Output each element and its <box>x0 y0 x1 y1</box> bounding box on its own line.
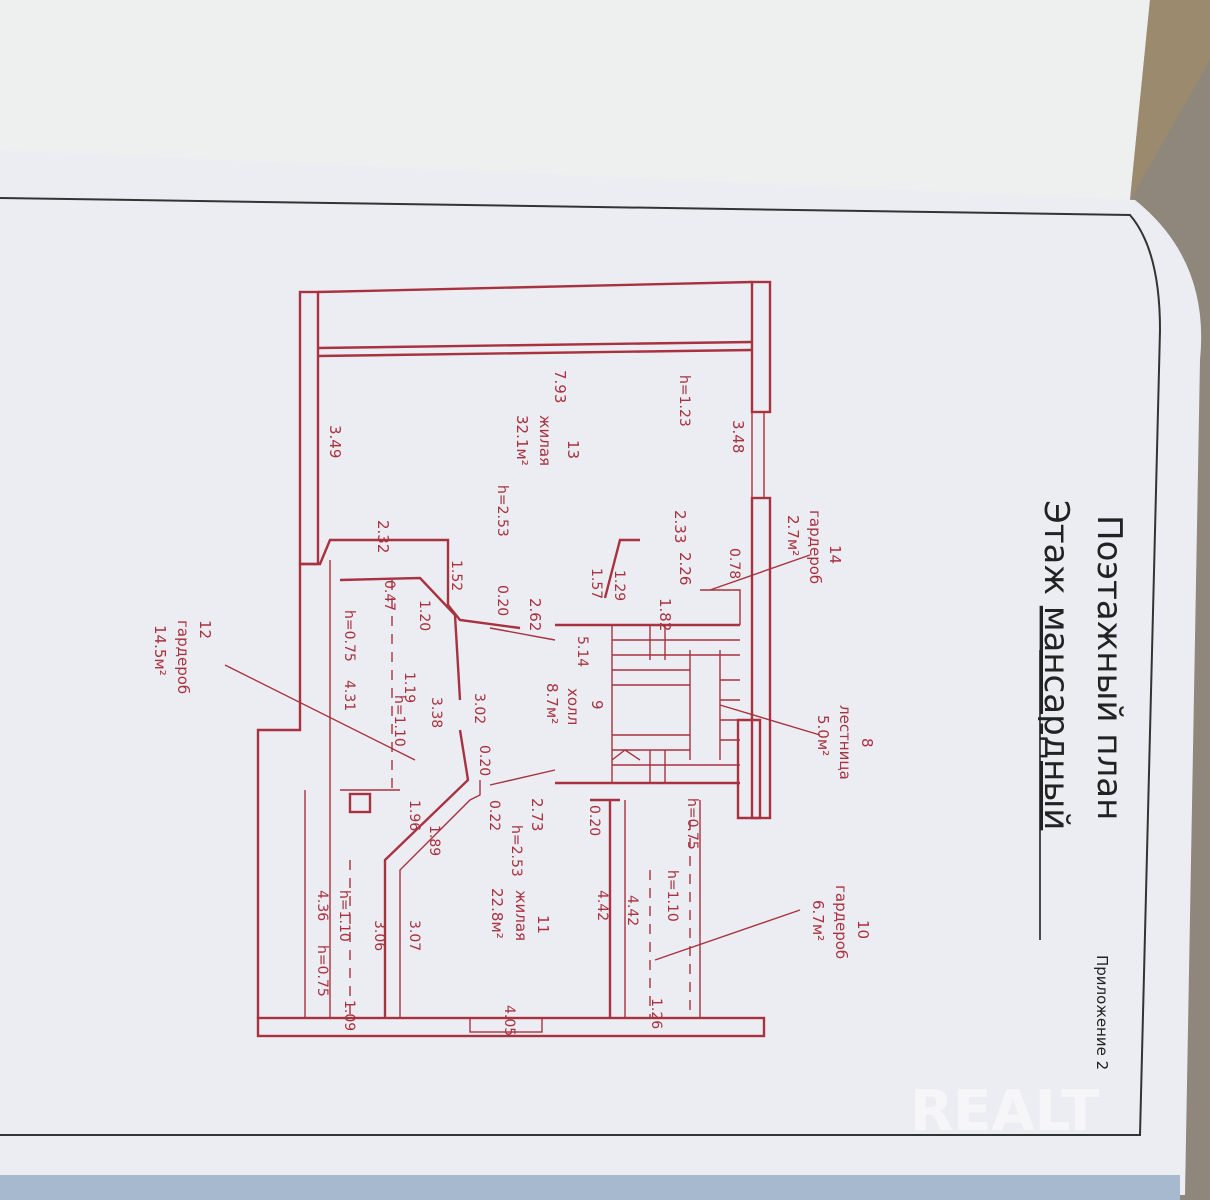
room-14-num: 14 <box>826 545 844 564</box>
wood-corner <box>1130 0 1210 200</box>
room-9-num: 9 <box>588 700 606 710</box>
paper-sheet-top <box>0 0 1150 200</box>
dim-0-20-a: 0.20 <box>494 585 510 616</box>
room-11-num: 11 <box>534 915 552 934</box>
dim-1-57: 1.57 <box>588 568 604 599</box>
title-line2: Этаж мансардный <box>1036 500 1076 830</box>
dim-h-1-10-a: h=1.10 <box>391 695 407 747</box>
dim-1-09: 1.09 <box>341 1000 357 1031</box>
dim-1-29: 1.29 <box>611 570 627 601</box>
wall-left-bottom <box>256 564 302 1018</box>
height-dashed-lines <box>349 580 691 1018</box>
dim-1-52: 1.52 <box>448 560 464 591</box>
dim-4-42-b: 4.42 <box>624 895 640 926</box>
dim-3-07: 3.07 <box>406 920 422 951</box>
floor-plan <box>224 280 821 1038</box>
room-14-name: гардероб <box>806 510 824 584</box>
room-11-height: h=2.53 <box>508 825 524 877</box>
dim-h-1-10-c: h=1.10 <box>336 890 352 942</box>
wall-room14 <box>603 538 640 599</box>
title-line1: Поэтажный план <box>1089 515 1129 820</box>
dim-h-0-75-a: h=0.75 <box>341 610 357 662</box>
dim-3-49: 3.49 <box>326 425 344 458</box>
wall-top <box>317 280 753 294</box>
room-12-num: 12 <box>196 620 214 639</box>
room-14-area: 2.7м² <box>784 515 802 556</box>
room-10-name: гардероб <box>832 885 850 959</box>
room-11-name: жилая <box>512 890 530 941</box>
dim-4-42-a: 4.42 <box>594 890 610 921</box>
dim-1-20: 1.20 <box>416 600 432 631</box>
wall-room11-left <box>383 729 470 1018</box>
watermark-logo: REALT <box>910 1079 1099 1144</box>
room-13-num: 13 <box>564 440 582 459</box>
dim-1-96: 1.96 <box>406 800 422 831</box>
room-8-num: 8 <box>858 738 876 748</box>
dim-5-14: 5.14 <box>574 636 590 667</box>
dim-7-93: 7.93 <box>551 370 569 403</box>
leader-lines <box>224 554 821 961</box>
wall-room13-bottom <box>300 538 521 630</box>
dim-0-20-b: 0.20 <box>476 745 492 776</box>
dim-3-38: 3.38 <box>428 697 444 728</box>
appendix-label: Приложение 2 <box>1093 955 1111 1070</box>
room-13-name: жилая <box>536 415 554 466</box>
wall-room11-left-2 <box>399 780 481 1018</box>
door-hall-bottom <box>489 769 556 786</box>
stair-steps <box>612 625 740 783</box>
dim-0-47: 0.47 <box>381 580 397 611</box>
chimney-box <box>348 792 372 814</box>
stair-wall-right <box>736 718 762 820</box>
page-frame <box>0 197 1162 1136</box>
dim-4-05: 4.05 <box>501 1005 517 1036</box>
blue-folder-edge <box>0 1175 1180 1200</box>
room-10-num: 10 <box>854 920 872 939</box>
dim-1-19: 1.19 <box>401 672 417 703</box>
wall-room14-b <box>700 589 741 625</box>
room-8-area: 5.0м² <box>814 715 832 756</box>
dim-h-0-75-c: h=0.75 <box>314 945 330 997</box>
room-8-name: лестница <box>836 705 854 780</box>
wall-inner-top-2 <box>317 348 753 358</box>
dim-3-48: 3.48 <box>729 420 747 453</box>
dim-h-0-75-b: h=0.75 <box>684 798 700 850</box>
stair-arrow <box>611 749 641 761</box>
dim-h-1-23: h=1.23 <box>676 375 692 427</box>
door-hall-top <box>489 627 556 641</box>
dim-2-73: 2.73 <box>528 798 546 831</box>
dim-1-82: 1.82 <box>656 598 674 631</box>
dim-4-31: 4.31 <box>341 680 357 711</box>
room-11-area: 22.8м² <box>488 888 506 939</box>
dim-0-22: 0.22 <box>486 800 502 831</box>
dim-3-06: 3.06 <box>371 920 387 951</box>
room-12-name: гардероб <box>174 620 192 694</box>
dim-2-32: 2.32 <box>374 520 392 553</box>
plan-title: Поэтажный план Этаж мансардный Приложени… <box>1036 500 1129 1070</box>
dim-0-20-c: 0.20 <box>586 805 602 836</box>
wall-inner-top <box>317 340 753 350</box>
dim-4-36: 4.36 <box>314 890 330 921</box>
dim-1-26: 1.26 <box>648 998 664 1029</box>
room-13-area: 32.1м² <box>513 415 531 466</box>
window-bottom <box>469 1017 543 1033</box>
room-9-name: холл <box>564 688 582 725</box>
room-10-area: 6.7м² <box>809 900 827 941</box>
plan-labels: 7.93 h=1.23 3.49 3.48 13 жилая 32.1м² h=… <box>151 370 876 1036</box>
dim-2-26: 2.26 <box>676 552 694 585</box>
dim-2-62: 2.62 <box>526 598 544 631</box>
dim-2-33: 2.33 <box>671 510 689 543</box>
dim-1-89: 1.89 <box>426 825 442 856</box>
room-9-area: 8.7м² <box>543 683 561 724</box>
room-13-height: h=2.53 <box>494 485 510 537</box>
wall-room12-top <box>339 576 462 701</box>
dim-3-02: 3.02 <box>471 693 487 724</box>
dim-0-78: 0.78 <box>726 548 742 579</box>
room-12-area: 14.5м² <box>151 625 169 676</box>
dim-h-1-10-b: h=1.10 <box>664 870 680 922</box>
